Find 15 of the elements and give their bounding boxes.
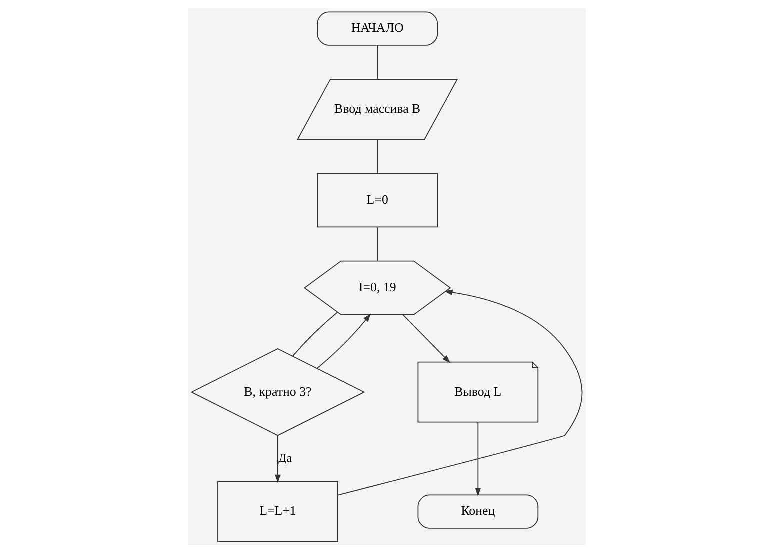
arrow bbox=[274, 435, 280, 484]
arrow bbox=[316, 314, 371, 369]
node-box: НАЧАЛО bbox=[316, 12, 438, 46]
edge-label: Да bbox=[278, 450, 292, 465]
connector bbox=[376, 45, 378, 80]
connector bbox=[376, 139, 378, 174]
node-box: Конец bbox=[417, 494, 538, 529]
connector bbox=[376, 226, 378, 262]
node-diamond: B, кратно 3? bbox=[190, 348, 365, 436]
node-box: L=L+1 bbox=[217, 481, 338, 542]
node-box: L=0 bbox=[316, 173, 438, 228]
connector bbox=[292, 312, 338, 357]
arrow bbox=[402, 314, 450, 364]
arrow bbox=[474, 422, 481, 497]
arrow bbox=[337, 290, 582, 496]
